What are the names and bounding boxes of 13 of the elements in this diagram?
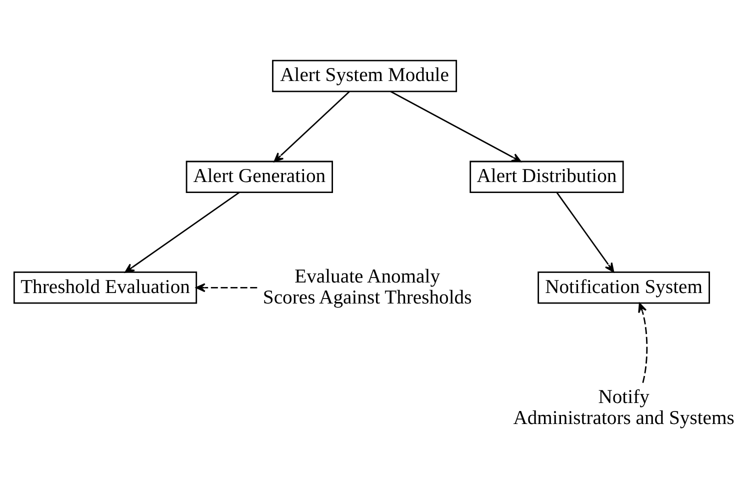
- node-text: Notify Administrators and Systems: [513, 386, 734, 428]
- node-box: Notification System: [538, 271, 710, 304]
- arrow: [124, 191, 240, 272]
- node-box: Alert System Module: [272, 59, 458, 92]
- node-text: Evaluate Anomaly Scores Against Thresholds: [262, 266, 472, 308]
- node-box: Alert Generation: [186, 160, 333, 193]
- arrow: [390, 90, 522, 162]
- node-box: Threshold Evaluation: [13, 271, 198, 304]
- arrow: [274, 90, 350, 162]
- arrow: [556, 192, 614, 272]
- node-box: Alert Distribution: [470, 160, 624, 193]
- arrow: [638, 302, 648, 382]
- arrow: [196, 282, 258, 292]
